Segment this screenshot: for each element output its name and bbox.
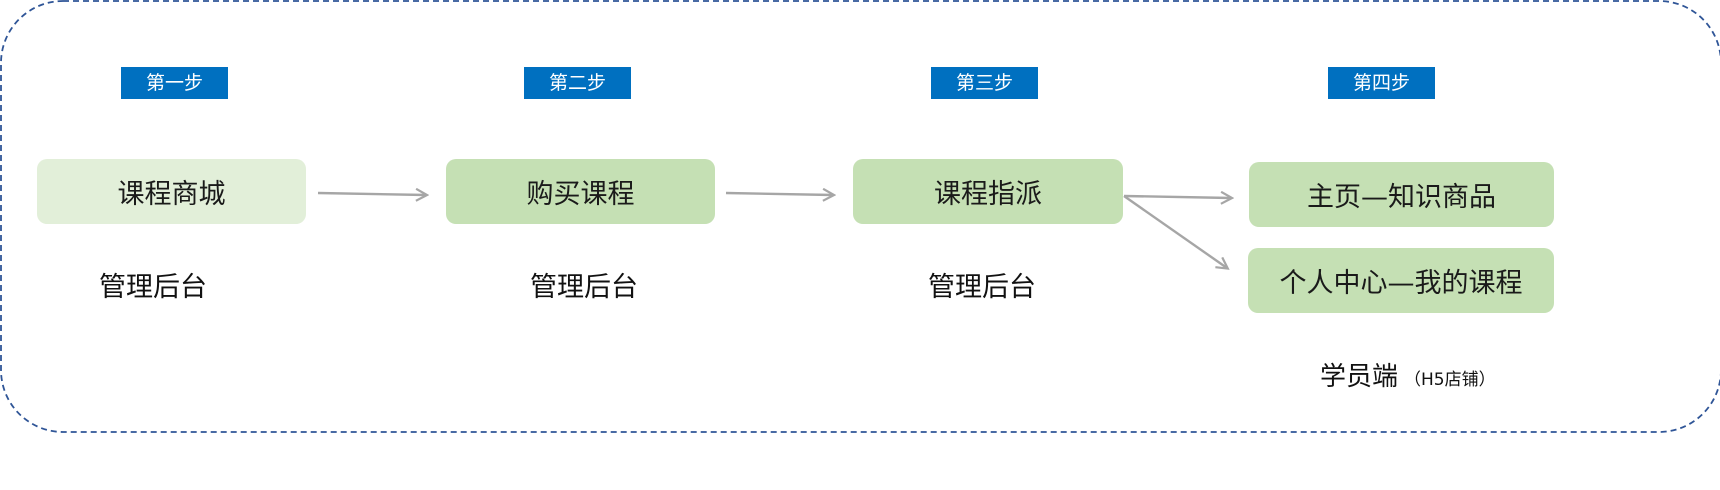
arrow-mall-to-buy [317, 193, 426, 195]
arrow-assign-to-home [1123, 196, 1231, 198]
caption-admin-1: 管理后台 [99, 272, 207, 303]
arrow-buy-to-assign [725, 193, 833, 195]
arrow-assign-to-personal-center [1123, 195, 1227, 268]
client-sublabel: （H5店铺） [1404, 370, 1496, 390]
client-label: 学员端 [1320, 362, 1399, 392]
caption-admin-2: 管理后台 [530, 272, 638, 303]
node-personal-center-my-courses: 个人中心—我的课程 [1248, 248, 1554, 313]
step-1-badge: 第一步 [121, 67, 228, 99]
step-3-badge: 第三步 [931, 67, 1038, 99]
step-2-badge: 第二步 [524, 67, 631, 99]
node-buy-course: 购买课程 [446, 159, 715, 224]
caption-admin-3: 管理后台 [928, 272, 1036, 303]
dashed-frame [0, 0, 1720, 433]
step-4-badge: 第四步 [1328, 67, 1435, 99]
node-course-mall: 课程商城 [37, 159, 306, 224]
client-side-caption: 学员端（H5店铺） [1320, 356, 1496, 393]
node-assign-course: 课程指派 [853, 159, 1123, 224]
node-home-knowledge-goods: 主页—知识商品 [1249, 162, 1554, 227]
